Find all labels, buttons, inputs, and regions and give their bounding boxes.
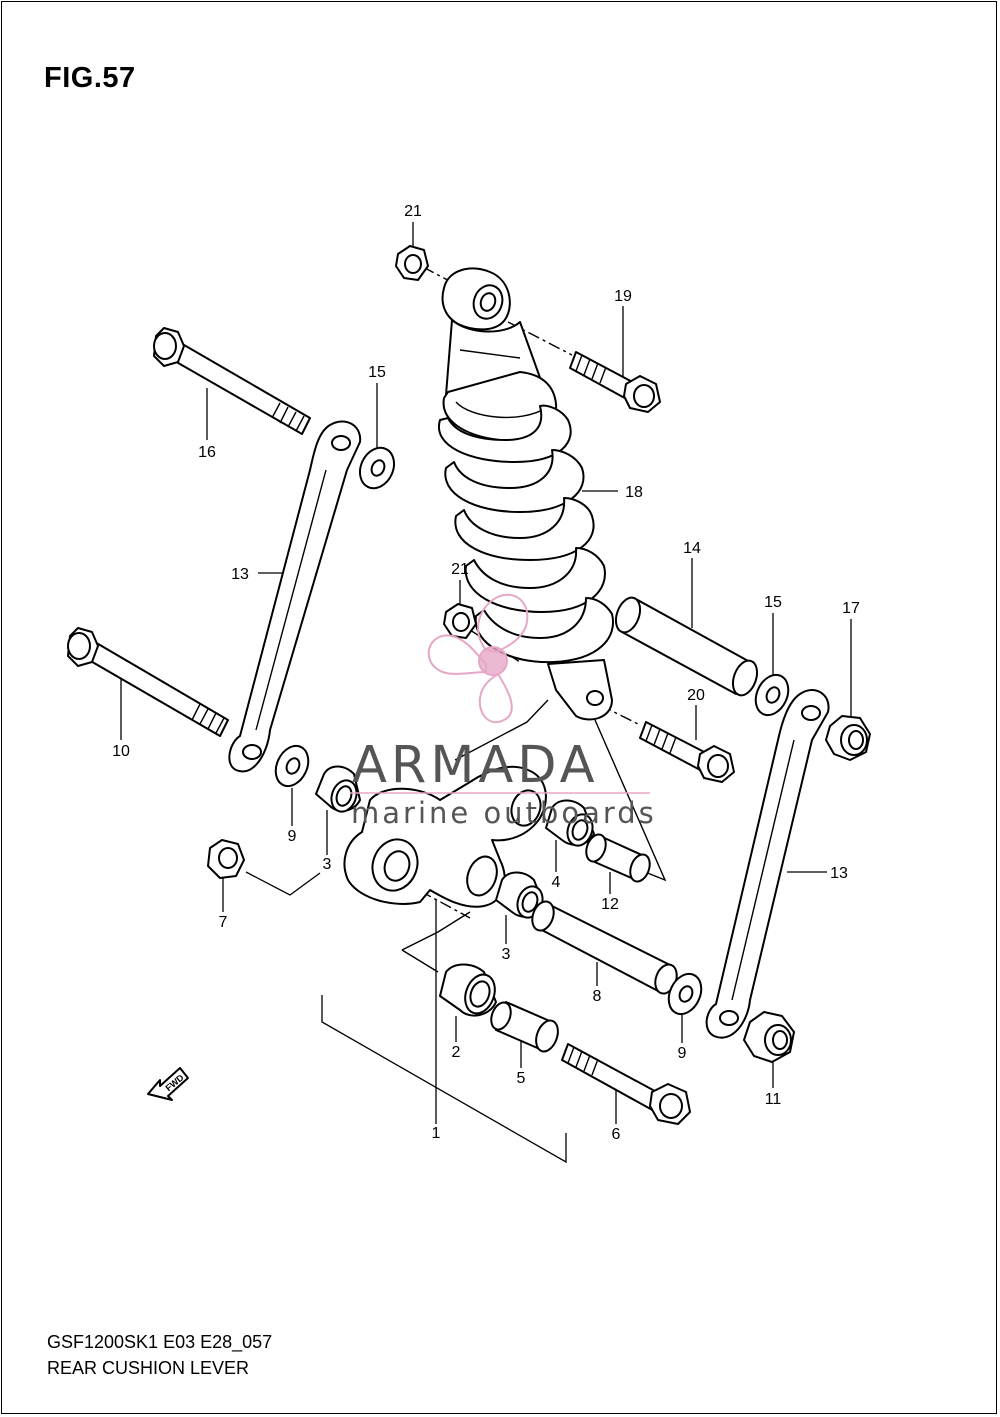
link-rod-13-right xyxy=(705,689,830,1039)
callout-15-left: 15 xyxy=(368,364,386,381)
spacer-5 xyxy=(490,1001,559,1053)
bearing-3-upper xyxy=(315,765,361,813)
callout-1: 1 xyxy=(432,1125,441,1142)
callout-7: 7 xyxy=(219,914,228,931)
callout-9-right: 9 xyxy=(678,1045,687,1062)
callout-15-right: 15 xyxy=(764,594,782,611)
callout-3-upper: 3 xyxy=(323,856,332,873)
watermark: ARMADA marine outboards xyxy=(350,593,657,830)
callout-8: 8 xyxy=(593,988,602,1005)
callout-6: 6 xyxy=(612,1126,621,1143)
bolt-10 xyxy=(67,627,229,737)
callout-19: 19 xyxy=(614,288,632,305)
bearing-2 xyxy=(439,963,497,1017)
callout-labels: 1 2 3 3 4 5 6 7 8 9 9 10 11 12 13 13 14 … xyxy=(112,203,860,1143)
bolt-20 xyxy=(639,721,735,783)
shock-absorber-18 xyxy=(437,267,615,721)
callout-13-right: 13 xyxy=(830,865,848,882)
figure-name: REAR CUSHION LEVER xyxy=(47,1358,250,1378)
nut-21-lower xyxy=(443,603,477,639)
figure-title: FIG.57 xyxy=(44,62,136,94)
callout-5: 5 xyxy=(517,1070,526,1087)
bolt-6 xyxy=(561,1043,691,1125)
spacer-8 xyxy=(531,900,678,995)
callout-4: 4 xyxy=(552,874,561,891)
washer-15-left xyxy=(358,446,396,490)
forward-arrow-icon: FWD xyxy=(147,1067,189,1101)
callout-11: 11 xyxy=(765,1091,782,1108)
callout-13-left: 13 xyxy=(231,566,249,583)
bearing-4 xyxy=(545,799,595,847)
callout-21-top: 21 xyxy=(404,203,422,220)
link-rod-13-left xyxy=(228,420,362,773)
callout-10: 10 xyxy=(112,743,130,760)
washer-9-right xyxy=(667,972,703,1016)
watermark-tagline: marine outboards xyxy=(351,796,657,830)
propeller-logo-icon xyxy=(427,593,529,723)
bolt-16 xyxy=(153,327,311,435)
nut-7 xyxy=(207,839,245,879)
watermark-brand: ARMADA xyxy=(352,736,598,795)
spacer-14 xyxy=(614,596,759,697)
callout-21-lower: 21 xyxy=(451,561,469,578)
washer-9-left xyxy=(274,744,310,788)
nut-11 xyxy=(743,1011,795,1063)
callout-12: 12 xyxy=(601,896,619,913)
figure-code: GSF1200SK1 E03 E28_057 xyxy=(47,1332,273,1352)
nut-21-top xyxy=(395,245,429,281)
callout-20: 20 xyxy=(687,687,705,704)
callout-14: 14 xyxy=(683,540,701,557)
bolt-19 xyxy=(569,351,661,413)
callout-9-left: 9 xyxy=(288,828,297,845)
cushion-lever-1 xyxy=(343,765,547,908)
callout-2: 2 xyxy=(452,1044,461,1061)
spacer-12 xyxy=(585,833,651,883)
callout-3-lower: 3 xyxy=(502,946,511,963)
callout-16: 16 xyxy=(198,444,216,461)
nut-17 xyxy=(825,715,871,761)
callout-17: 17 xyxy=(842,600,860,617)
callout-18: 18 xyxy=(625,484,643,501)
washer-15-right xyxy=(754,673,790,717)
